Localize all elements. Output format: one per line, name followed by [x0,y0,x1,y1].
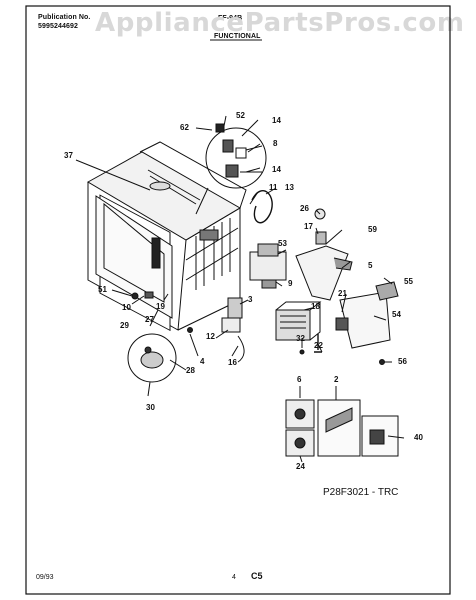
callout-4: 4 [200,357,205,366]
footer-date: 09/93 [36,574,54,581]
callout-11: 11 [269,183,278,192]
callout-10: 10 [122,303,131,312]
callout-16: 16 [228,358,237,367]
callout-14-top: 14 [272,116,281,125]
thermostat-detail-circle [127,309,177,383]
callout-28: 28 [186,366,195,375]
callout-5: 5 [368,261,373,270]
callout-13: 13 [285,183,294,192]
callout-40: 40 [414,433,423,442]
callout-32: 32 [296,334,305,343]
callout-53: 53 [278,239,287,248]
watermark: AppliancePartsPros.com [95,8,465,38]
callout-54: 54 [392,310,401,319]
callout-51: 51 [98,285,107,294]
callout-19: 19 [156,302,165,311]
callout-18: 18 [311,302,320,311]
callout-24: 24 [296,462,305,471]
section-title: FUNCTIONAL [214,33,261,40]
callout-56: 56 [398,357,407,366]
footer-page: 4 [232,574,236,581]
callout-22: 22 [314,341,323,350]
page-border [25,5,451,595]
callout-26: 26 [300,204,309,213]
publication-number: 5995244692 [38,23,78,30]
cabinet [86,141,247,332]
transformer [249,243,287,289]
footer-section-code: C5 [251,571,263,581]
callout-29: 29 [120,321,129,330]
magnetron [275,301,322,341]
diagram-code: P28F3021 - TRC [323,487,399,498]
callout-6: 6 [297,375,302,384]
callout-3: 3 [248,295,253,304]
callout-55: 55 [404,277,413,286]
callout-59: 59 [368,225,377,234]
callout-14-bottom: 14 [272,165,281,174]
callout-52: 52 [236,111,245,120]
callout-21: 21 [338,289,347,298]
callout-9: 9 [288,279,293,288]
callout-30: 30 [146,403,155,412]
callout-8: 8 [273,139,278,148]
callout-37: 37 [64,151,73,160]
publication-label: Publication No. [38,14,91,21]
callout-2: 2 [334,375,339,384]
model-number: FF-94B [218,15,243,22]
callout-12: 12 [206,332,215,341]
callout-17: 17 [304,222,313,231]
callout-27: 27 [145,315,154,324]
callout-62: 62 [180,123,189,132]
